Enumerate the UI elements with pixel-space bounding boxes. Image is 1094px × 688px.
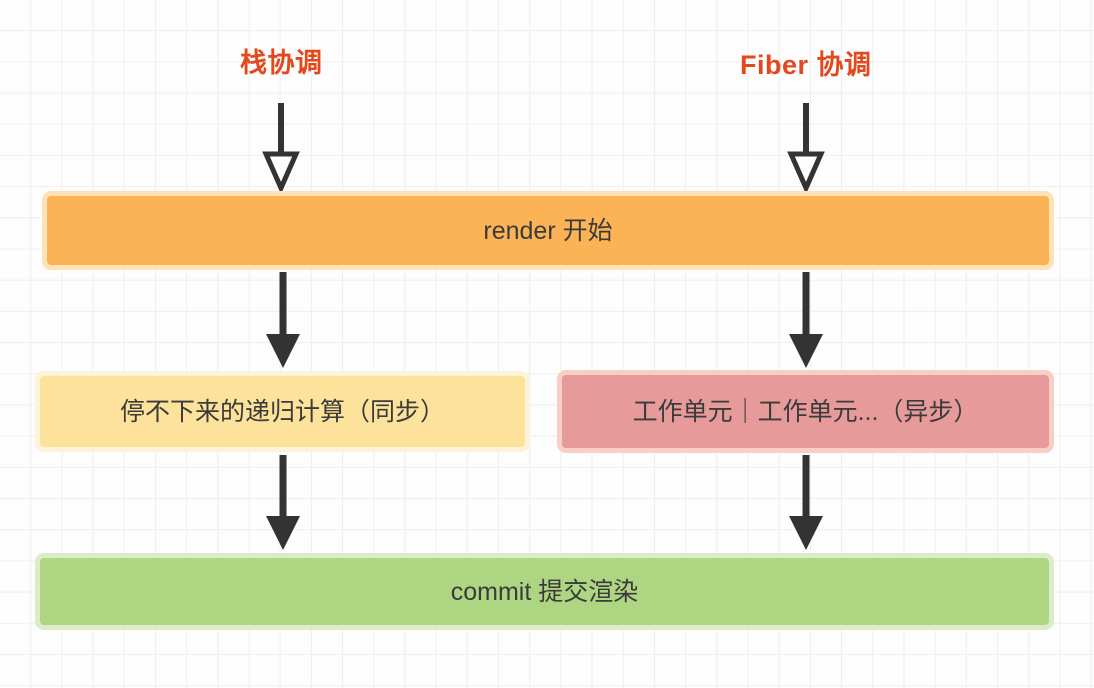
node-async-work-units-label: 工作单元｜工作单元...（异步）: [632, 397, 979, 426]
arrow-async-to-commit: [789, 455, 823, 550]
node-commit-render: commit 提交渲染: [35, 553, 1054, 630]
arrow-render-to-sync: [266, 272, 300, 368]
node-async-work-units: 工作单元｜工作单元...（异步）: [557, 370, 1054, 453]
arrow-sync-to-commit: [266, 455, 300, 550]
node-sync-recursion: 停不下来的递归计算（同步）: [35, 371, 530, 452]
column-title-fiber: Fiber 协调: [740, 50, 872, 80]
arrow-fiber-into-render: [787, 103, 825, 195]
node-sync-recursion-label: 停不下来的递归计算（同步）: [119, 397, 445, 426]
arrow-render-to-async: [789, 272, 823, 368]
node-render-start-label: render 开始: [483, 216, 613, 245]
column-title-stack: 栈协调: [240, 48, 323, 78]
node-commit-render-label: commit 提交渲染: [450, 577, 639, 606]
node-render-start: render 开始: [42, 191, 1054, 270]
arrow-stack-into-render: [262, 103, 300, 195]
